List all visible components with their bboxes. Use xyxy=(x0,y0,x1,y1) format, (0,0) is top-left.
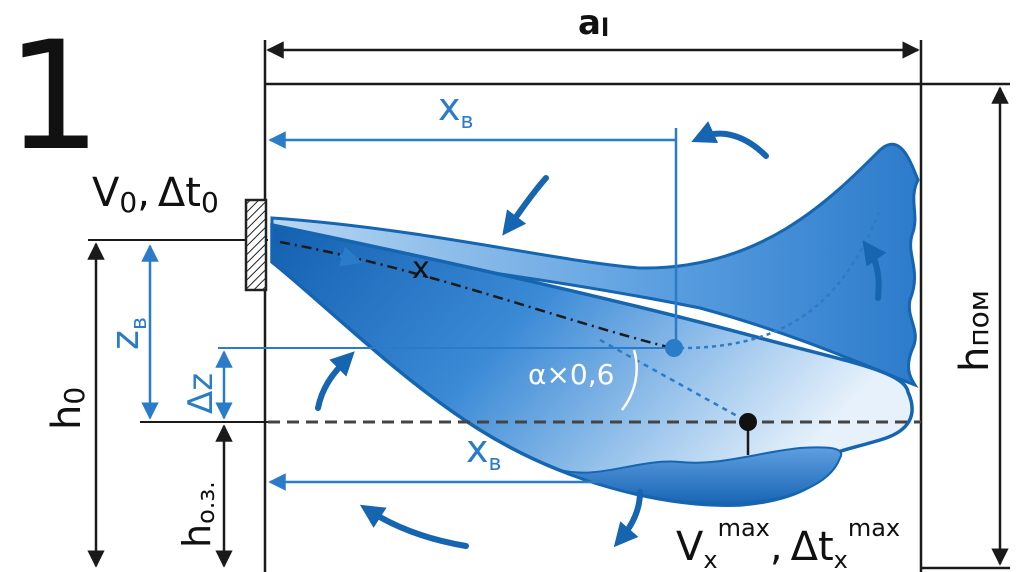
zb-dimension: zв xyxy=(103,244,159,420)
inlet-height-dimension: h0 xyxy=(44,239,268,568)
figure-number: 1 xyxy=(6,10,101,184)
jet-axis-arrow xyxy=(338,246,363,267)
svg-text:hпом: hпом xyxy=(952,290,998,372)
bottom-pool xyxy=(559,446,843,505)
room-height-sub: пом xyxy=(962,290,995,347)
inlet-velocity: V xyxy=(92,170,120,216)
arrow-top-right xyxy=(691,121,769,159)
inlet-height-sub: 0 xyxy=(58,387,91,405)
svg-text:xв: xв xyxy=(466,427,501,476)
angle-label: α×0,6 xyxy=(528,358,614,391)
zone-height-label: h xyxy=(175,524,219,548)
inlet-params: V0,Δt0 xyxy=(92,170,219,219)
inlet-height-label: h xyxy=(44,405,90,430)
arrow-bottom-left xyxy=(359,504,469,549)
xb-bottom-dimension: xв xyxy=(268,427,600,491)
arrow-top-mid xyxy=(502,175,549,236)
vmax-label: Vxmax,Δtxmax xyxy=(676,514,900,572)
trajectory-extension xyxy=(599,338,749,424)
zone-height-sub: о.з. xyxy=(192,481,220,524)
width-dimension: al xyxy=(266,3,920,59)
circulation-arrows xyxy=(315,121,887,549)
arrow-bottom-down xyxy=(613,489,643,548)
zb-label: z xyxy=(103,330,147,350)
dz-dimension: Δz xyxy=(181,347,676,420)
xb-top-dimension: xв xyxy=(268,85,678,348)
vmax-point xyxy=(739,413,757,431)
svg-text:zв: zв xyxy=(103,317,152,350)
svg-text:al: al xyxy=(578,3,609,43)
zone-height-dimension: hо.з. xyxy=(140,421,268,568)
xb-bottom-label: x xyxy=(466,427,489,471)
axis-x-label: x xyxy=(412,251,430,286)
room-outline xyxy=(263,40,1010,572)
room-width-sub: l xyxy=(601,14,609,42)
upper-lobe xyxy=(270,142,920,388)
room-height-dimension: hпом xyxy=(952,86,1009,566)
angle-arc xyxy=(621,349,638,411)
jet-body xyxy=(270,222,914,507)
xb-top-label: x xyxy=(438,85,461,129)
room-width-label: a xyxy=(578,3,601,43)
arrow-left-up xyxy=(315,351,355,411)
svg-text:hо.з.: hо.з. xyxy=(175,481,220,548)
svg-text:xв: xв xyxy=(438,85,473,134)
dz-label: Δz xyxy=(181,373,221,414)
svg-text:h0: h0 xyxy=(44,387,91,430)
inlet-dt: Δt xyxy=(158,170,201,216)
arrow-right-up xyxy=(862,240,887,301)
room-height-label: h xyxy=(952,347,998,372)
inlet-nozzle xyxy=(244,198,268,292)
